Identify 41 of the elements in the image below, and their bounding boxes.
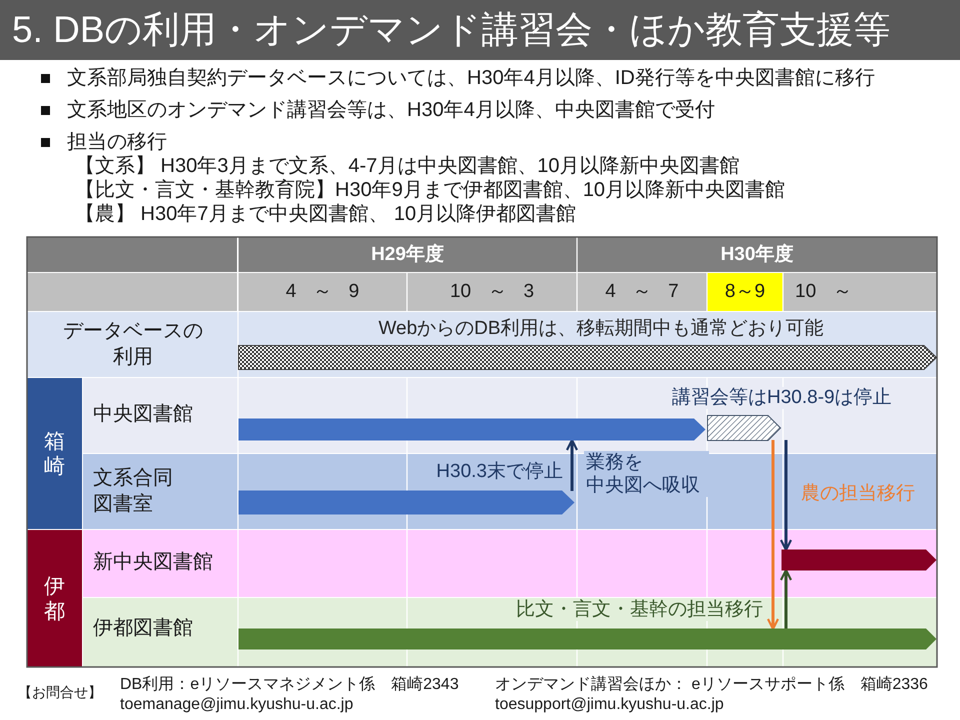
- arrow: [780, 440, 792, 552]
- header-cell: 4 ～ 9: [238, 273, 407, 311]
- contact-text: オンデマンド講習会ほか： eリソースサポート係 箱崎2336: [495, 675, 928, 695]
- edge-label: 業務を中央図へ吸収: [584, 451, 710, 497]
- arrow: [566, 438, 578, 491]
- timeline-row: [27, 312, 937, 377]
- header-cell: 10 ～: [783, 273, 937, 311]
- header-cell: H29年度: [238, 237, 577, 272]
- edge-label: 農の担当移行: [799, 482, 917, 505]
- bullet-text: 担当の移行: [67, 130, 167, 154]
- bullet-text: 文系地区のオンデマンド講習会等は、H30年4月以降、中央図書館で受付: [67, 98, 715, 122]
- row-header: 文系合同図書室: [93, 466, 174, 517]
- timeline-row: [83, 598, 937, 667]
- hatched-arrow: [707, 415, 781, 441]
- list-text: 【比文・言文・基幹教育院】H30年9月まで伊都図書館、10月以降新中央図書館: [75, 178, 786, 202]
- timeline-row: [83, 530, 937, 597]
- title-bar: 5. DBの利用・オンデマンド講習会・ほか教育支援等: [0, 0, 960, 60]
- header-cell: 10 ～ 3: [407, 273, 577, 311]
- header-cell: 8～9: [707, 273, 783, 311]
- bar-note: H30.3末で停止: [435, 461, 564, 483]
- row-header: 中央図書館: [93, 402, 193, 427]
- header-cell: 4 ～ 7: [577, 273, 707, 311]
- arrow: [780, 568, 792, 629]
- header-cell: H30年度: [577, 237, 937, 272]
- timeline-row: [83, 378, 937, 453]
- bullet-text: 文系部局独自契約データベースについては、H30年4月以降、ID発行等を中央図書館に移行: [67, 66, 875, 90]
- arrow: [766, 440, 780, 630]
- group-header: 伊都: [27, 530, 82, 667]
- email-address: toemanage@jimu.kyushu-u.ac.jp: [120, 695, 354, 715]
- row-header: 伊都図書館: [93, 616, 193, 641]
- row-header: 新中央図書館: [93, 550, 213, 575]
- bar-note: WebからのDB利用は、移転期間中も通常どおり可能: [377, 318, 825, 340]
- list-text: 【文系】 H30年3月まで文系、4-7月は中央図書館、10月以降新中央図書館: [75, 154, 740, 178]
- row-header: データベースの利用: [62, 319, 204, 370]
- contact-heading: 【お問合せ】: [18, 683, 102, 701]
- email-address: toesupport@jimu.kyushu-u.ac.jp: [495, 695, 724, 715]
- bar-note: 講習会等はH30.8-9は停止: [670, 387, 894, 409]
- group-header: 箱崎: [27, 378, 82, 529]
- list-text: 【農】 H30年7月まで中央図書館、 10月以降伊都図書館: [75, 202, 576, 226]
- contact-text: DB利用：eリソースマネジメント係 箱崎2343: [120, 675, 459, 695]
- period-arrow: [781, 549, 937, 571]
